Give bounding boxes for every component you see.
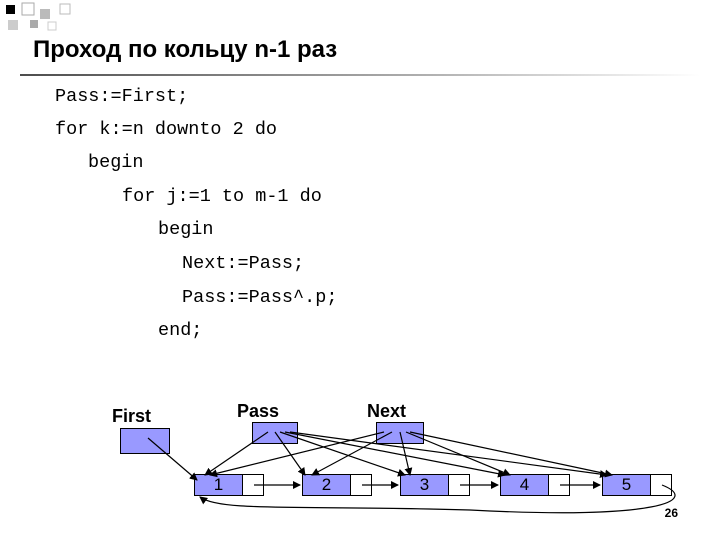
deco-square <box>30 20 38 28</box>
node-value: 5 <box>603 475 651 495</box>
list-node: 5 <box>602 474 672 496</box>
deco-square <box>21 2 35 16</box>
arrow <box>289 431 608 479</box>
list-node: 2 <box>302 474 372 496</box>
header-decoration <box>6 2 71 31</box>
code-line: Pass:=Pass^.p; <box>182 287 338 308</box>
arrow <box>409 431 613 478</box>
arrow <box>311 431 393 476</box>
code-line: Pass:=First; <box>55 86 189 107</box>
code-line: begin <box>158 219 214 240</box>
arrow <box>274 431 306 476</box>
pass-label: Pass <box>237 401 280 421</box>
next-label: Next <box>367 401 407 421</box>
node-value: 1 <box>195 475 243 495</box>
code-line: end; <box>158 320 203 341</box>
code-line: for k:=n downto 2 do <box>55 119 278 140</box>
node-value: 2 <box>303 475 351 495</box>
arrow <box>204 431 269 476</box>
deco-square <box>6 5 15 14</box>
page-number: 26 <box>664 506 678 520</box>
arrow <box>279 431 406 477</box>
code-line: for j:=1 to m-1 do <box>122 186 322 207</box>
code-line: begin <box>88 152 144 173</box>
arrow <box>199 484 676 514</box>
slide-title: Проход по кольцу n-1 раз <box>33 36 338 63</box>
arrow <box>405 431 511 477</box>
arrow <box>147 437 198 481</box>
code-line: Next:=Pass; <box>182 253 305 274</box>
list-node: 1 <box>194 474 264 496</box>
arrow <box>284 431 506 478</box>
arrow <box>399 431 413 476</box>
list-node: 3 <box>400 474 470 496</box>
deco-square <box>59 3 71 15</box>
node-value: 3 <box>401 475 449 495</box>
title-divider <box>20 74 700 76</box>
list-node: 4 <box>500 474 570 496</box>
deco-square <box>47 21 57 31</box>
node-value: 4 <box>501 475 549 495</box>
first-label: First <box>112 406 152 426</box>
deco-square <box>40 9 50 19</box>
deco-square <box>8 20 18 30</box>
arrow <box>209 431 385 478</box>
